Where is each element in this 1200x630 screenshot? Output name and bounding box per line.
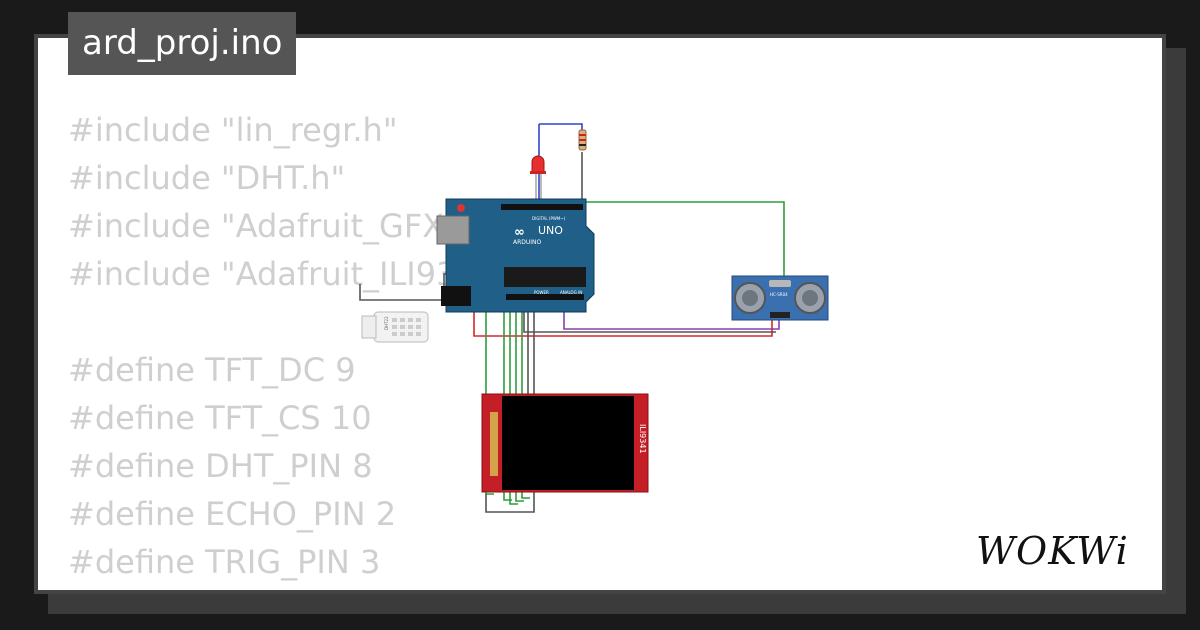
dht22-sensor: DHT22 — [361, 311, 429, 343]
code-line: #define TFT_DC 9 — [68, 351, 356, 389]
arduino-logo: ∞ — [514, 225, 525, 240]
code-line: #define TFT_CS 10 — [68, 399, 372, 437]
digital-header — [501, 204, 583, 210]
usb-port — [436, 215, 470, 245]
circuit-diagram: ∞ UNO ARDUINO DIGITAL (PWM~) POWER ANALO… — [359, 123, 829, 513]
analog-header — [506, 294, 584, 300]
code-line: #include "lin_regr.h" — [68, 111, 398, 149]
digital-label: DIGITAL (PWM~) — [532, 216, 566, 221]
power-jack — [441, 286, 471, 306]
reset-button — [457, 204, 465, 212]
preview-card[interactable]: #include "lin_regr.h"#include "DHT.h"#in… — [34, 34, 1166, 594]
arduino-uno: ∞ UNO ARDUINO DIGITAL (PWM~) POWER ANALO… — [436, 198, 595, 313]
wokwi-logo: WOKWi — [976, 530, 1129, 573]
code-line: #define ECHO_PIN 2 — [68, 495, 397, 533]
ultrasonic-sensor: HC-SR04 — [731, 275, 829, 321]
led — [530, 155, 546, 204]
uno-label: UNO — [538, 224, 563, 237]
arduino-label: ARDUINO — [513, 239, 542, 246]
analog-label: ANALOG IN — [560, 290, 582, 295]
wire-green-tft — [509, 304, 518, 505]
code-line: #define DHT_PIN 8 — [68, 447, 373, 485]
code-line: #define TRIG_PIN 3 — [68, 543, 381, 581]
display-label: ILI9341 — [638, 424, 647, 454]
power-label: POWER — [534, 290, 549, 295]
code-preview: #include "lin_regr.h"#include "DHT.h"#in… — [68, 106, 542, 590]
ultrasonic-label: HC-SR04 — [770, 292, 788, 297]
wire-blue — [539, 123, 583, 144]
dht-label: DHT22 — [384, 316, 389, 330]
atmega-chip — [504, 267, 586, 287]
wire-green-tft — [515, 304, 524, 502]
project-title-tab[interactable]: ard_proj.ino — [68, 12, 297, 75]
resistor — [578, 129, 587, 151]
wokwi-logo-text: WOKWi — [976, 530, 1129, 573]
ili9341-display: ILI9341 — [481, 393, 649, 493]
wire-gray — [523, 304, 776, 333]
code-line: #include "DHT.h" — [68, 159, 346, 197]
wire-red — [473, 309, 773, 337]
wire-green-tft — [521, 304, 530, 499]
